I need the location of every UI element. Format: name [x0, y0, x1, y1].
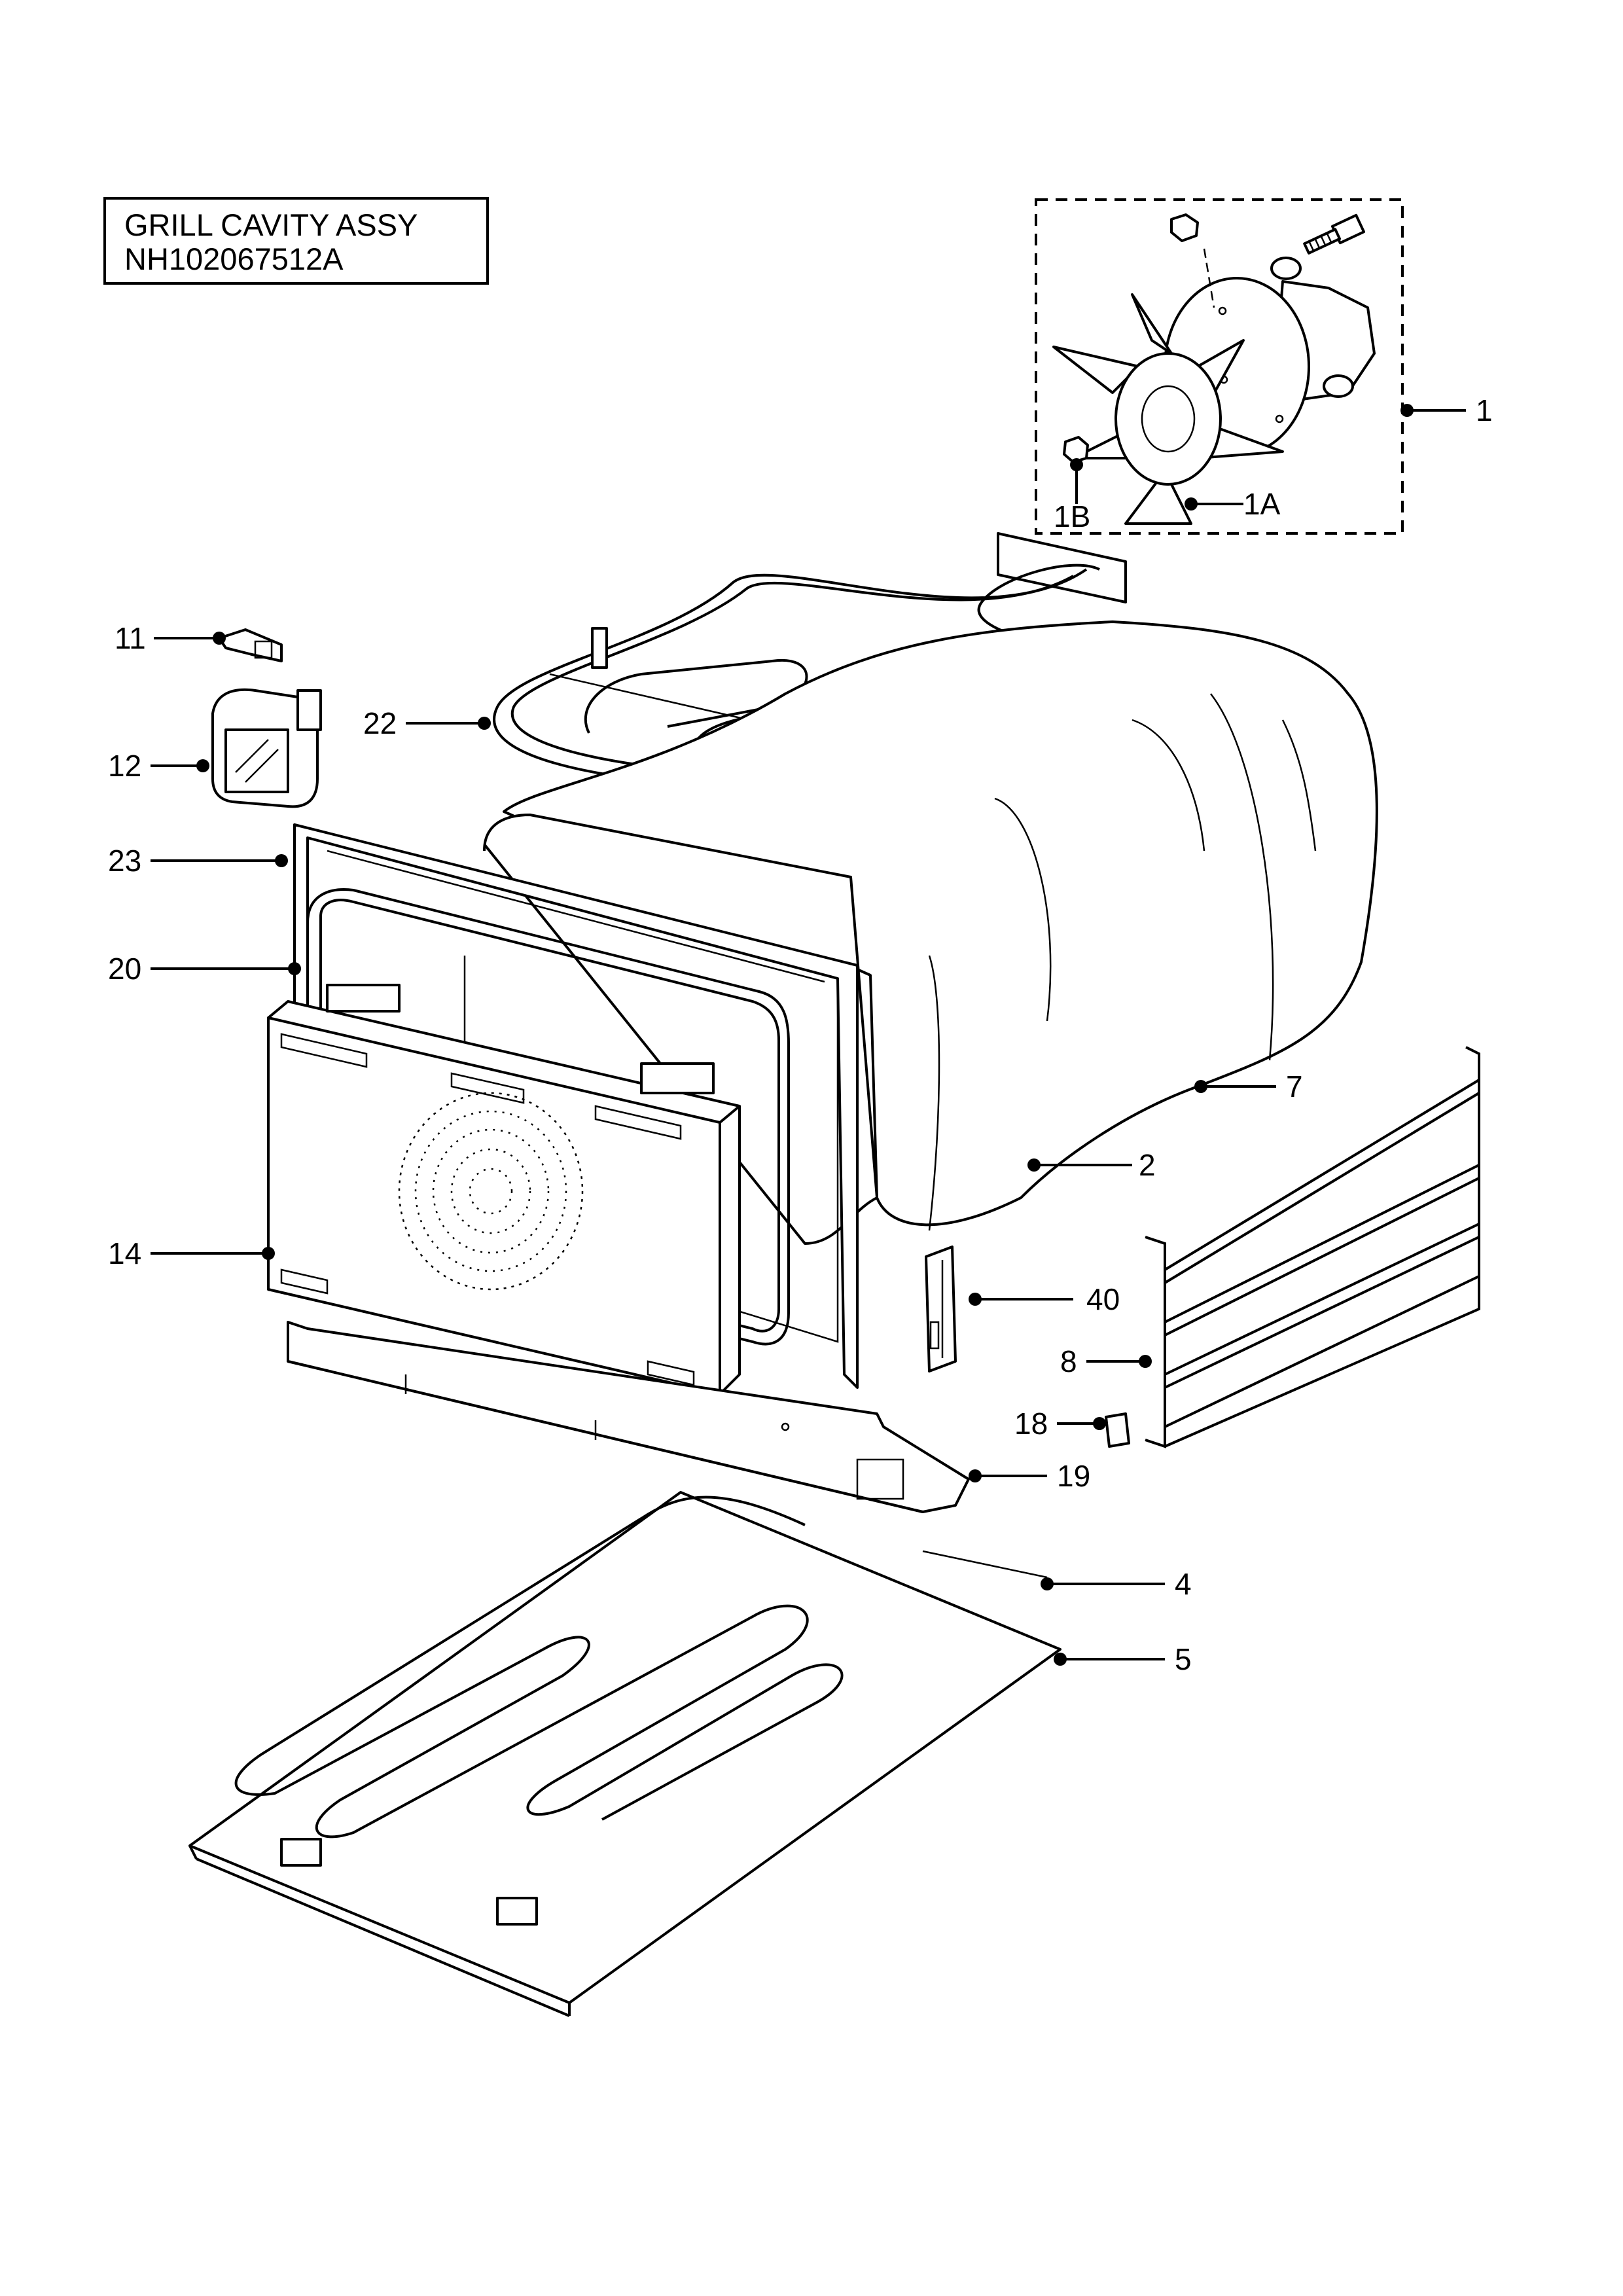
- callout-labels: 1 1A 1B 2 4 5 7 8 11 12 14 18 19 20 22 2…: [108, 393, 1493, 1676]
- callout-11: 11: [115, 621, 146, 655]
- callout-23: 23: [108, 844, 141, 878]
- callout-18: 18: [1014, 1407, 1048, 1441]
- callout-22: 22: [363, 706, 397, 740]
- title-box: GRILL CAVITY ASSY NH102067512A: [103, 197, 489, 285]
- callout-40: 40: [1086, 1282, 1120, 1316]
- callout-20: 20: [108, 952, 141, 986]
- callout-leaders: [151, 404, 1466, 1666]
- fan-motor-assembly: [1035, 198, 1404, 535]
- callout-2: 2: [1139, 1148, 1156, 1182]
- callout-7: 7: [1286, 1069, 1303, 1103]
- shelf-runners: [1145, 1046, 1480, 1448]
- callout-19: 19: [1057, 1459, 1090, 1493]
- callout-14: 14: [108, 1236, 141, 1270]
- title-line-1: GRILL CAVITY ASSY: [124, 207, 418, 242]
- callout-5: 5: [1175, 1642, 1192, 1676]
- title-line-2: NH102067512A: [124, 242, 344, 276]
- fan-cover: [267, 984, 741, 1395]
- callout-4: 4: [1175, 1567, 1192, 1601]
- callout-12: 12: [108, 749, 141, 783]
- bottom-channel: [287, 1321, 970, 1513]
- callout-1b: 1B: [1054, 499, 1090, 533]
- callout-8: 8: [1060, 1344, 1077, 1378]
- callout-1: 1: [1476, 393, 1493, 427]
- callout-1a: 1A: [1243, 487, 1281, 521]
- base-element-and-plate: [188, 1491, 1061, 2017]
- small-parts: [211, 628, 1130, 1448]
